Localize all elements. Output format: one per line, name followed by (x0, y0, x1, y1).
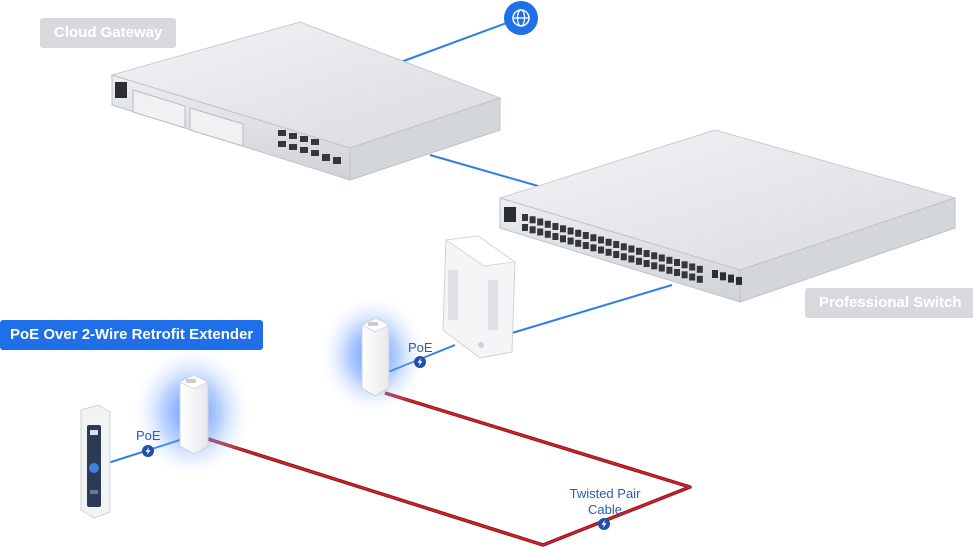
poe-extender-label: PoE Over 2-Wire Retrofit Extender (0, 320, 264, 350)
switch-port (628, 255, 635, 263)
switch-port (552, 223, 559, 230)
switch-port (529, 216, 536, 224)
switch-port (575, 239, 582, 247)
switch-port (605, 248, 612, 256)
switch-port (636, 257, 642, 265)
switch-port (598, 236, 604, 244)
switch-port (605, 238, 612, 246)
professional-switch-device (498, 129, 957, 303)
switch-port (620, 243, 627, 251)
switch-port (598, 246, 604, 254)
switch-port (643, 250, 650, 257)
poe-extender-left (178, 374, 210, 455)
switch-port (651, 262, 658, 270)
access-reader-device (80, 404, 111, 519)
switch-port (582, 242, 589, 249)
switch-port (666, 256, 673, 264)
switch-port (689, 273, 696, 281)
cable-label: Cable (588, 502, 622, 517)
switch-port (590, 234, 597, 242)
gateway-switch-link (429, 154, 546, 189)
switch-port (560, 235, 566, 243)
poe-bolt-icon-left (142, 445, 154, 457)
gateway-ports (278, 130, 341, 164)
switch-port (674, 269, 680, 276)
switch-port (674, 259, 680, 266)
switch-sfp-port (712, 270, 718, 278)
switch-port (537, 218, 544, 226)
twisted-pair-cable (204, 391, 692, 547)
switch-port (560, 225, 566, 233)
switch-port (689, 263, 696, 271)
switch-port (522, 224, 528, 231)
switch-port (613, 241, 620, 248)
professional-switch-label: Professional Switch (805, 288, 973, 318)
switch-port (643, 260, 650, 267)
switch-port (544, 230, 551, 238)
switch-sfp-port (736, 276, 742, 285)
poe-bolt-icon-right (414, 356, 426, 368)
switch-port (681, 261, 688, 269)
twisted-pair-label: Twisted Pair (570, 486, 641, 501)
switch-sfp-port (728, 274, 734, 283)
switch-port (636, 247, 642, 255)
switch-port (696, 275, 703, 283)
poe-extender-right (360, 317, 391, 397)
switch-port (522, 214, 528, 221)
switch-port (666, 266, 673, 274)
switch-port (620, 253, 627, 261)
switch-port (681, 271, 688, 279)
poe-bolt-icon-cable (598, 518, 610, 530)
switch-port (575, 229, 582, 237)
switch-port (537, 228, 544, 236)
switch-port (696, 265, 703, 273)
poe-label-right: PoE (408, 340, 433, 355)
switch-port (567, 227, 574, 235)
switch-injector-link (511, 284, 673, 334)
internet-link (389, 17, 521, 67)
switch-port (567, 237, 574, 245)
switch-port (651, 252, 658, 260)
switch-port (529, 226, 536, 234)
switch-port (658, 264, 665, 272)
switch-port (552, 233, 559, 240)
cloud-gateway-label: Cloud Gateway (40, 18, 177, 48)
poe-injector-device (442, 235, 517, 359)
switch-port (544, 220, 551, 228)
switch-port (590, 244, 597, 252)
switch-port (582, 232, 589, 239)
switch-port (658, 254, 665, 262)
cloud-gateway-device (110, 21, 502, 181)
switch-sfp-port (720, 272, 726, 281)
globe-icon (504, 1, 538, 35)
poe-label-left: PoE (136, 428, 161, 443)
switch-port (613, 251, 620, 258)
switch-port (628, 245, 635, 253)
switch-ports (522, 214, 742, 285)
